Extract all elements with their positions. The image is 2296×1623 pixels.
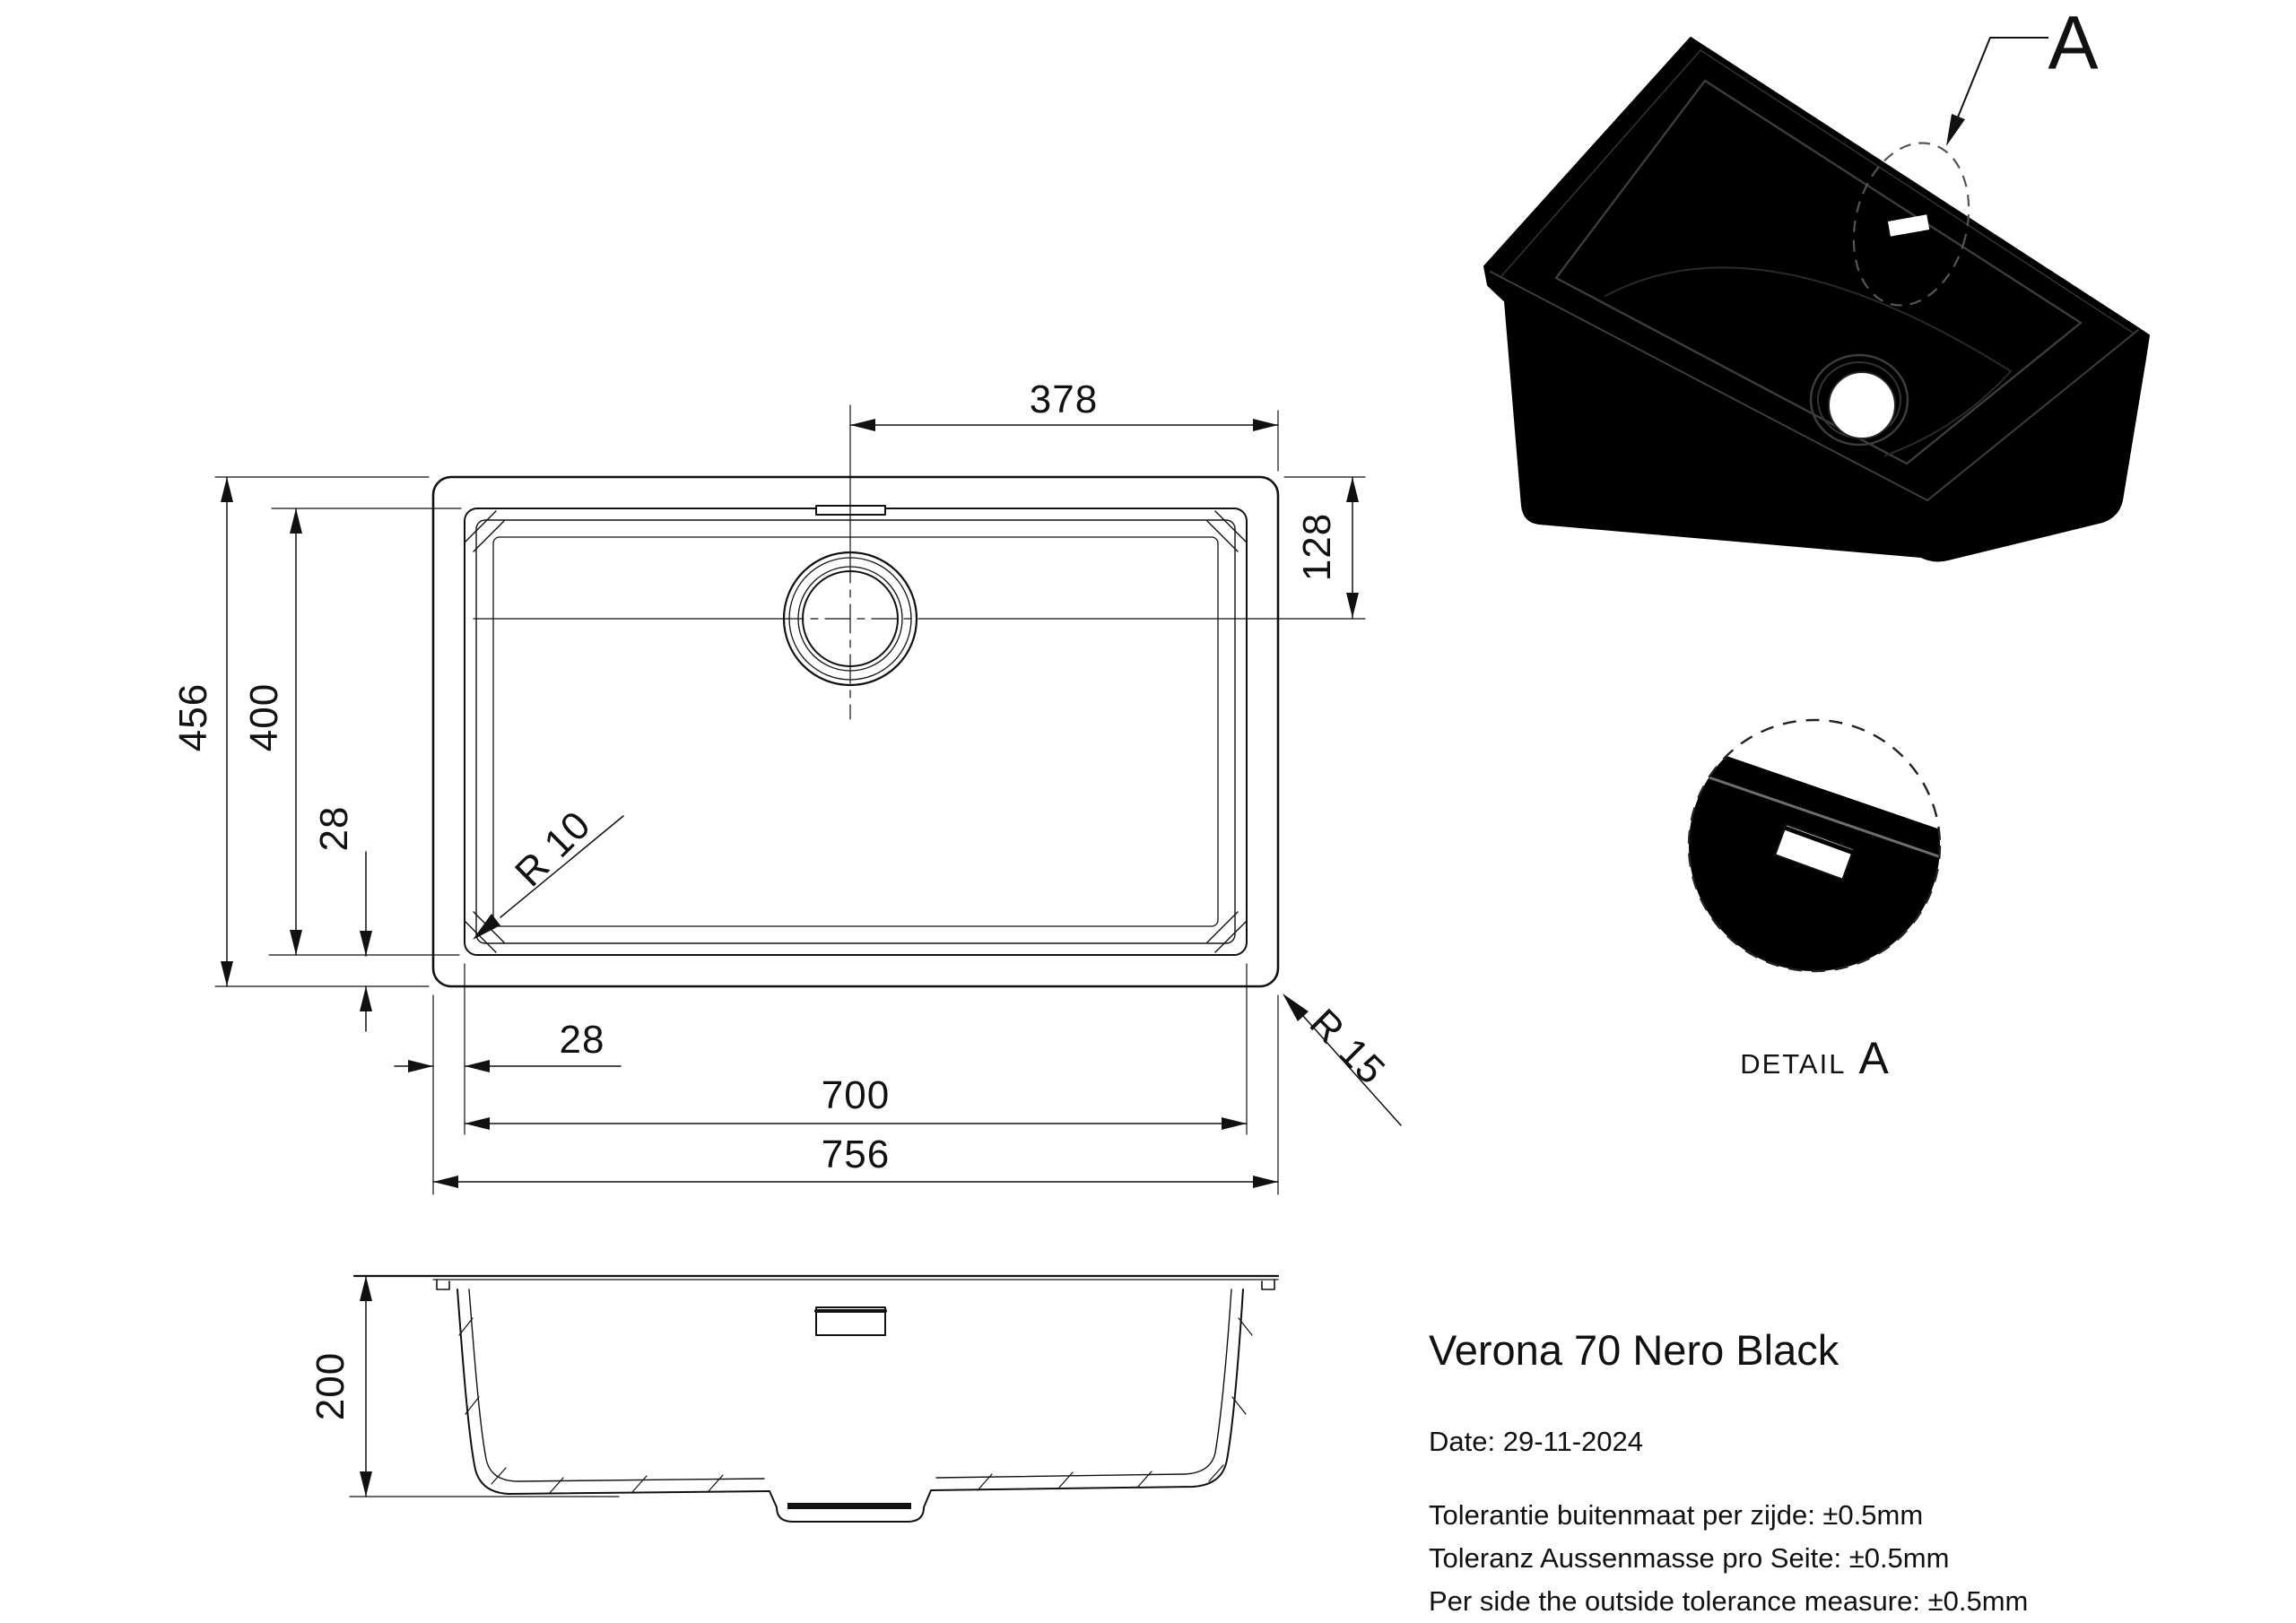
plan-extension-lines bbox=[214, 410, 1366, 1195]
plan-view bbox=[214, 404, 1402, 1195]
dim-28-bottom: 28 bbox=[559, 1018, 605, 1062]
dim-128: 128 bbox=[1295, 512, 1339, 582]
detail-view bbox=[1687, 718, 1942, 973]
dim-378: 378 bbox=[1029, 378, 1099, 421]
dim-756: 756 bbox=[821, 1133, 891, 1176]
dim-700: 700 bbox=[821, 1073, 891, 1117]
product-name: Verona 70 Nero Black bbox=[1429, 1326, 1839, 1374]
plan-arrowheads bbox=[221, 419, 1359, 1188]
detail-caption-word: DETAIL bbox=[1740, 1048, 1847, 1080]
iso-edges bbox=[1490, 49, 2139, 501]
plan-bowl-mid-edge bbox=[475, 519, 1236, 944]
side-dimension-200 bbox=[349, 1275, 620, 1497]
tolerance-line-en: Per side the outside tolerance measure: … bbox=[1429, 1585, 2029, 1617]
side-right-lip bbox=[1261, 1279, 1275, 1290]
iso-drain bbox=[1809, 353, 1909, 447]
tolerance-line-de: Toleranz Aussenmasse pro Seite: ±0.5mm bbox=[1429, 1542, 1950, 1574]
plan-bowl-top-edge bbox=[464, 508, 1248, 956]
side-hatch-ticks bbox=[458, 1317, 1253, 1495]
side-view bbox=[349, 1274, 1280, 1523]
iso-sink-body bbox=[1483, 37, 2150, 562]
side-left-lip bbox=[436, 1279, 450, 1290]
detail-caption-ref: A bbox=[1858, 1033, 1889, 1083]
dim-28-side: 28 bbox=[312, 805, 356, 852]
iso-view bbox=[1483, 37, 2150, 562]
dim-200: 200 bbox=[309, 1351, 352, 1421]
detail-caption: DETAIL A bbox=[1740, 1032, 1889, 1084]
iso-detail-circle bbox=[1852, 142, 1970, 307]
iso-callout-label: A bbox=[2048, 0, 2100, 85]
plan-dimension-lines bbox=[226, 424, 1402, 1183]
side-drain-flange bbox=[787, 1503, 911, 1509]
drawing-date: Date: 29-11-2024 bbox=[1429, 1426, 1643, 1457]
side-overflow-window bbox=[814, 1306, 887, 1336]
iso-overflow-slot bbox=[1887, 214, 1930, 237]
plan-outer-edge bbox=[431, 475, 1280, 988]
plan-bowl-floor-edge bbox=[492, 536, 1219, 927]
detail-overflow-slot bbox=[1773, 823, 1856, 881]
plan-corner-chamfers bbox=[465, 510, 1247, 953]
iso-callout-leader bbox=[1946, 37, 2048, 146]
plan-centerlines bbox=[473, 404, 1366, 720]
detail-boundary-circle bbox=[1687, 718, 1942, 973]
dim-456: 456 bbox=[171, 682, 215, 752]
tolerance-line-nl: Tolerantie buitenmaat per zijde: ±0.5mm bbox=[1429, 1499, 1924, 1531]
dim-400: 400 bbox=[242, 682, 286, 752]
title-block: Verona 70 Nero Black Date: 29-11-2024 To… bbox=[1429, 1325, 2281, 1617]
